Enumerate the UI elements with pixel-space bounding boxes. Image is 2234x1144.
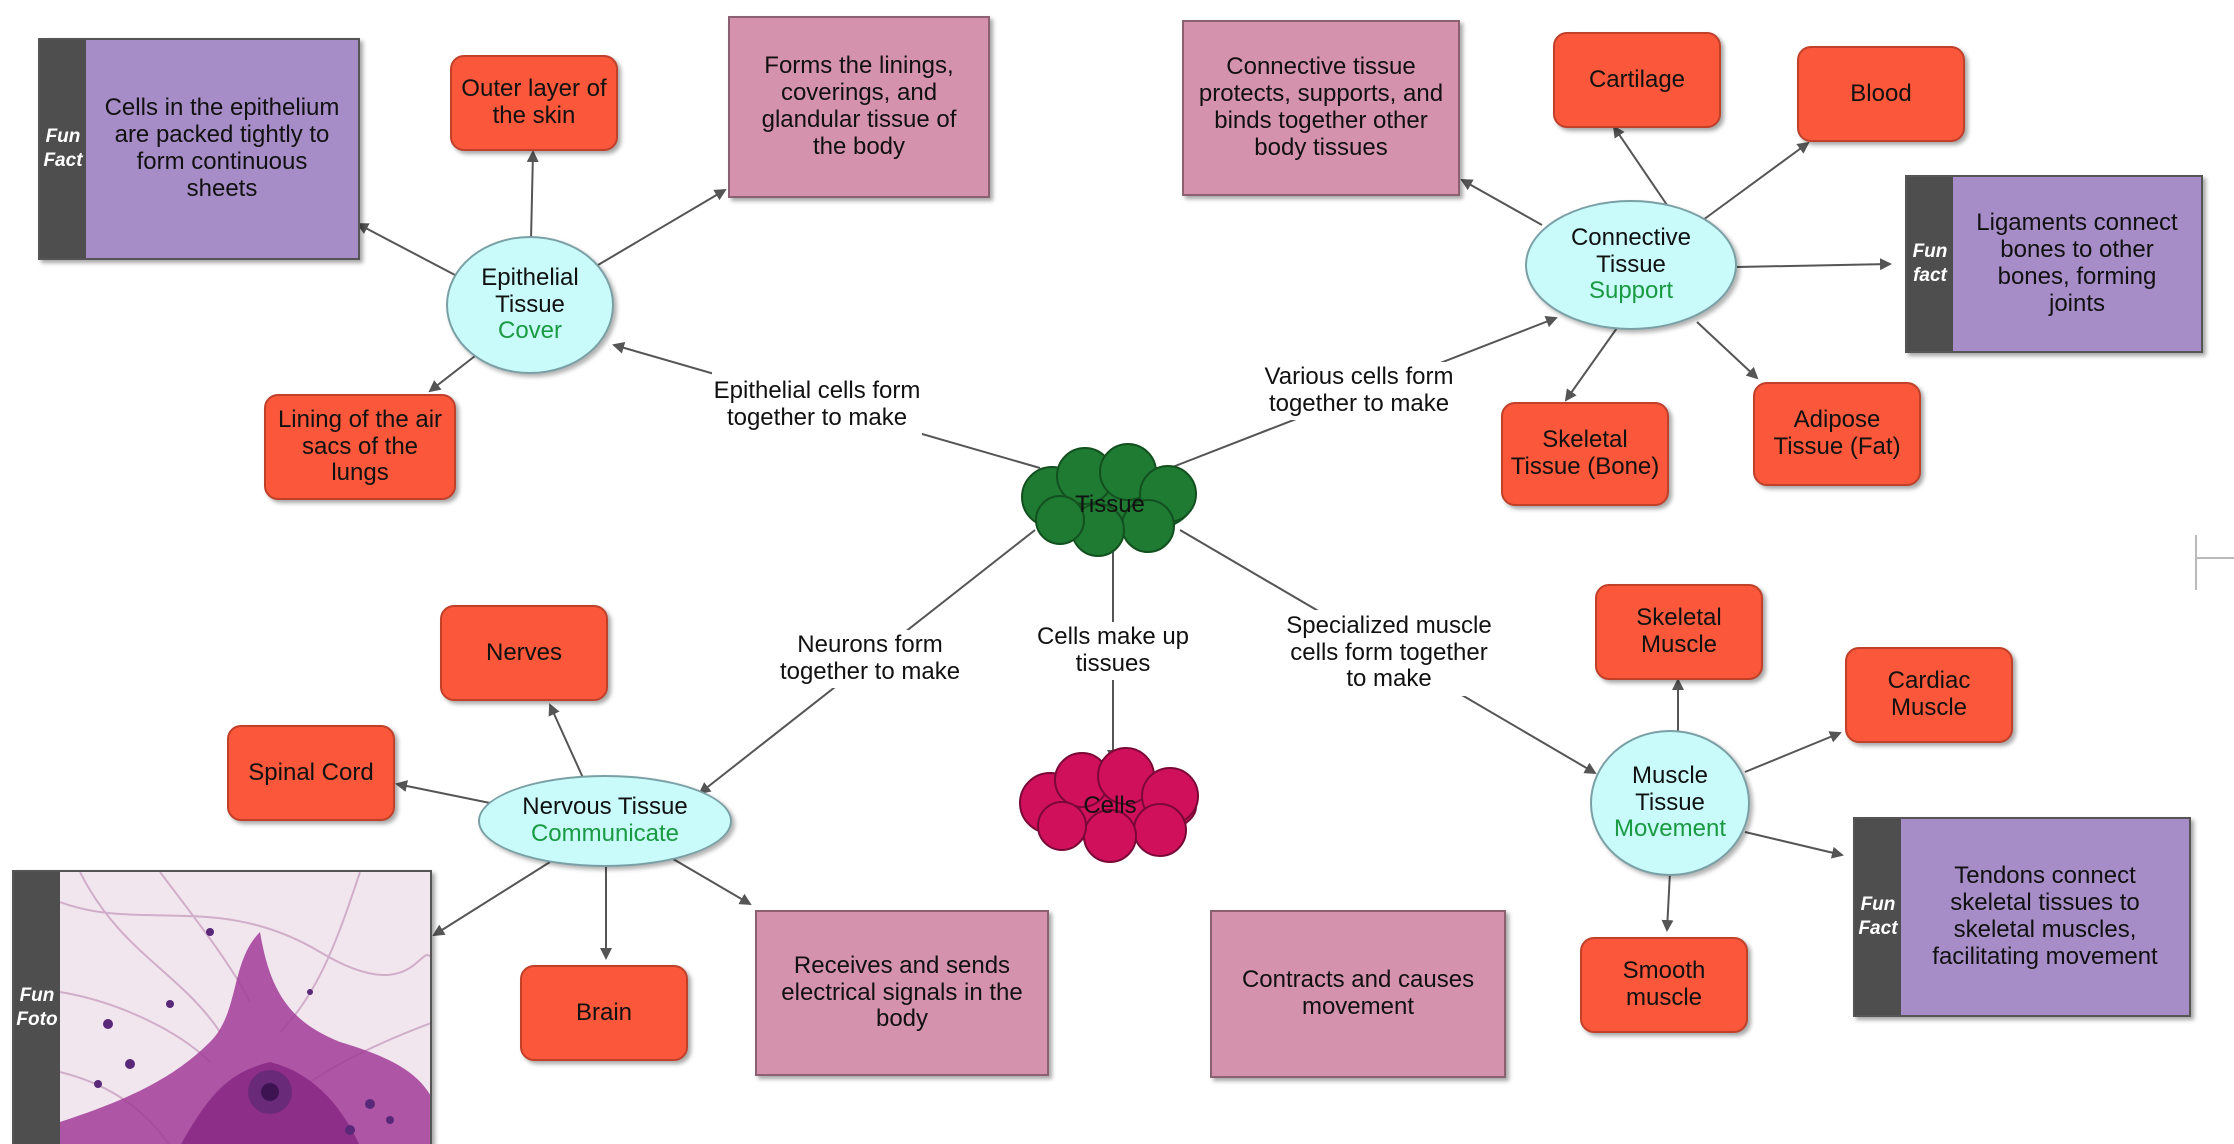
edge-label-nervous: Neurons form together to make [765,630,975,688]
example-skeletal-muscle[interactable]: Skeletal Muscle [1595,584,1763,680]
edge-connective-cartilage [1612,125,1668,206]
fun-foto-tag: Fun Foto [14,872,60,1144]
nervous-tissue-function: Communicate [530,820,680,847]
edge-label-epithelial: Epithelial cells form together to make [712,362,922,448]
edge-epithelial-lungs [428,355,476,393]
neuron-micrograph-image [60,872,430,1144]
example-nerves[interactable]: Nerves [440,605,608,701]
muscle-tissue-function: Movement [1613,815,1727,843]
edge-epithelial-description [597,188,727,266]
muscle-description[interactable]: Contracts and causes movement [1210,910,1506,1078]
fun-fact-tag: Fun Fact [1855,819,1901,1015]
epithelial-fun-fact-box[interactable]: Fun Fact Cells in the epithelium are pac… [38,38,360,260]
edge-muscle-funfact [1744,831,1844,859]
muscle-tissue-node[interactable]: Muscle Tissue Movement [1590,730,1750,876]
example-brain[interactable]: Brain [520,965,688,1061]
edge-nervous-spinal [395,780,491,804]
connective-tissue-function: Support [1588,277,1674,305]
edge-label-muscle: Specialized muscle cells form together t… [1282,610,1496,696]
edge-epithelial-funfact [356,223,456,276]
nervous-tissue-node[interactable]: Nervous Tissue Communicate [478,775,732,867]
tissue-cloud-label: Tissue [1075,491,1145,518]
nervous-tissue-name: Nervous Tissue [522,793,688,821]
example-cardiac-muscle[interactable]: Cardiac Muscle [1845,647,2013,743]
example-lining-air-sacs[interactable]: Lining of the air sacs of the lungs [264,394,456,500]
edge-label-connective: Various cells form together to make [1248,362,1470,420]
fun-fact-tag: Fun Fact [40,40,86,258]
cells-cloud[interactable] [1019,747,1199,863]
edge-nervous-nerves [548,703,585,781]
edge-connective-adipose [1696,321,1759,380]
cells-cloud-label: Cells [1083,792,1137,819]
muscle-tissue-name: Muscle Tissue [1631,761,1709,816]
connective-tissue-node[interactable]: Connective Tissue Support [1525,200,1737,330]
connective-fun-fact-box[interactable]: Fun fact Ligaments connect bones to othe… [1905,175,2203,353]
muscle-fun-fact-box[interactable]: Fun Fact Tendons connect skeletal tissue… [1853,817,2191,1017]
edge-nervous-photo [432,861,551,937]
muscle-fun-fact-text: Tendons connect skeletal tissues to skel… [1901,819,2189,1015]
example-smooth-muscle[interactable]: Smooth muscle [1580,937,1748,1033]
edge-muscle-smooth [1661,871,1674,932]
edge-connective-blood [1702,141,1810,221]
example-outer-layer-skin[interactable]: Outer layer of the skin [450,55,618,151]
edge-connective-bone [1564,327,1618,402]
example-cartilage[interactable]: Cartilage [1553,32,1721,128]
edge-connective-description [1460,179,1543,226]
epithelial-fun-fact-text: Cells in the epithelium are packed tight… [86,40,358,258]
edge-nervous-description [667,855,752,906]
edge-muscle-cardiac [1744,731,1842,773]
fun-fact-tag: Fun fact [1907,177,1953,351]
nervous-fun-foto-box[interactable]: Fun Foto [12,870,432,1144]
epithelial-tissue-name: Epithelial Tissue [481,263,579,318]
edge-connective-funfact [1736,258,1892,271]
edge-label-cells: Cells make up tissues [1020,622,1206,680]
tissue-cloud[interactable] [1021,443,1197,557]
edge-epithelial-skin [526,150,539,241]
example-blood[interactable]: Blood [1797,46,1965,142]
epithelial-tissue-function: Cover [497,317,563,345]
nervous-description[interactable]: Receives and sends electrical signals in… [755,910,1049,1076]
example-spinal-cord[interactable]: Spinal Cord [227,725,395,821]
connective-tissue-name: Connective Tissue [1570,223,1692,278]
connective-description[interactable]: Connective tissue protects, supports, an… [1182,20,1460,196]
example-skeletal-tissue-bone[interactable]: Skeletal Tissue (Bone) [1501,402,1669,506]
epithelial-description[interactable]: Forms the linings, coverings, and glandu… [728,16,990,198]
crosshair-cursor-icon [2195,535,2234,590]
example-adipose-tissue[interactable]: Adipose Tissue (Fat) [1753,382,1921,486]
epithelial-tissue-node[interactable]: Epithelial Tissue Cover [446,236,614,374]
connective-fun-fact-text: Ligaments connect bones to other bones, … [1953,177,2201,351]
